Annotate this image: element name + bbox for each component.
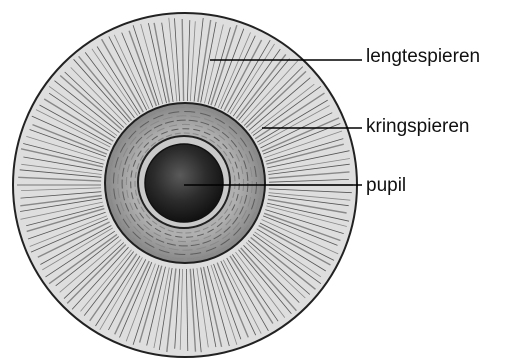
- pupil-shape: [145, 144, 223, 222]
- label-kringspieren: kringspieren: [366, 117, 470, 136]
- label-lengtespieren: lengtespieren: [366, 47, 480, 66]
- label-pupil: pupil: [366, 176, 406, 195]
